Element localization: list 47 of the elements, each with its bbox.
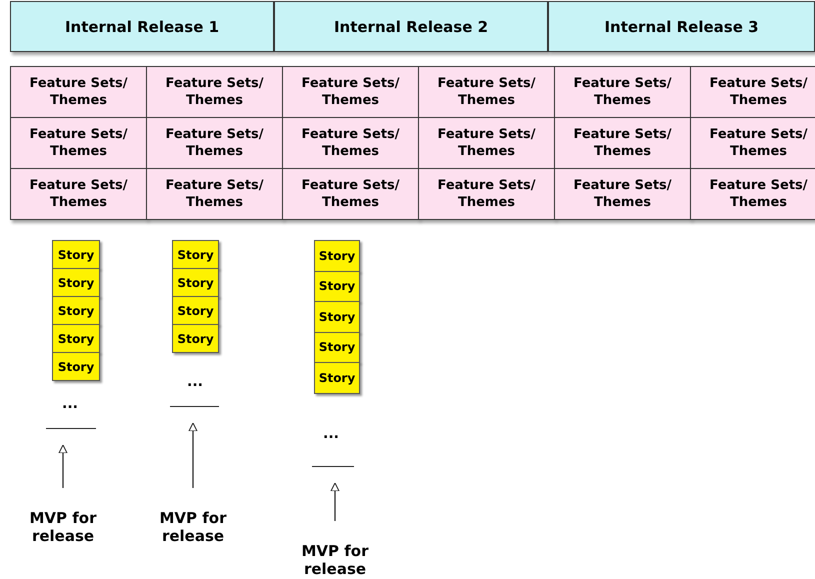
- release-header: Internal Release 3: [548, 1, 815, 52]
- story-card: Story: [172, 296, 219, 325]
- feature-set-card: Feature Sets/ Themes: [146, 168, 283, 220]
- feature-set-card: Feature Sets/ Themes: [554, 66, 691, 118]
- arrow: [58, 444, 68, 488]
- feature-set-card: Feature Sets/ Themes: [418, 168, 555, 220]
- feature-set-card: Feature Sets/ Themes: [146, 117, 283, 169]
- mvp-line: [170, 406, 219, 409]
- feature-set-card: Feature Sets/ Themes: [554, 168, 691, 220]
- story-card: Story: [172, 268, 219, 297]
- ellipsis-text: ...: [187, 374, 203, 390]
- story-card: Story: [52, 268, 100, 297]
- story-card: Story: [52, 240, 100, 269]
- feature-set-card: Feature Sets/ Themes: [10, 66, 147, 118]
- feature-set-card: Feature Sets/ Themes: [10, 168, 147, 220]
- mvp-label: MVP for release: [148, 508, 238, 546]
- feature-set-card: Feature Sets/ Themes: [690, 66, 815, 118]
- story-card: Story: [52, 352, 100, 381]
- story-card: Story: [52, 296, 100, 325]
- mvp-line: [46, 428, 96, 431]
- mvp-label: MVP for release: [290, 541, 380, 579]
- arrow: [188, 422, 198, 488]
- story-card: Story: [314, 332, 360, 363]
- ellipsis-text: ...: [323, 426, 339, 442]
- mvp-line: [312, 466, 354, 469]
- feature-set-card: Feature Sets/ Themes: [418, 117, 555, 169]
- mvp-label: MVP for release: [18, 508, 108, 546]
- release-header: Internal Release 1: [10, 1, 274, 52]
- story-card: Story: [52, 324, 100, 353]
- feature-set-card: Feature Sets/ Themes: [418, 66, 555, 118]
- story-card: Story: [172, 240, 219, 269]
- arrow: [330, 482, 340, 521]
- feature-set-card: Feature Sets/ Themes: [282, 66, 419, 118]
- feature-set-card: Feature Sets/ Themes: [282, 168, 419, 220]
- story-card: Story: [314, 301, 360, 332]
- ellipsis-text: ...: [62, 396, 78, 412]
- story-card: Story: [314, 240, 360, 272]
- feature-set-card: Feature Sets/ Themes: [554, 117, 691, 169]
- feature-set-card: Feature Sets/ Themes: [690, 168, 815, 220]
- story-card: Story: [314, 362, 360, 394]
- feature-set-card: Feature Sets/ Themes: [282, 117, 419, 169]
- feature-set-card: Feature Sets/ Themes: [146, 66, 283, 118]
- story-card: Story: [172, 324, 219, 353]
- story-card: Story: [314, 270, 360, 302]
- feature-set-card: Feature Sets/ Themes: [690, 117, 815, 169]
- feature-set-card: Feature Sets/ Themes: [10, 117, 147, 169]
- release-header: Internal Release 2: [274, 1, 548, 52]
